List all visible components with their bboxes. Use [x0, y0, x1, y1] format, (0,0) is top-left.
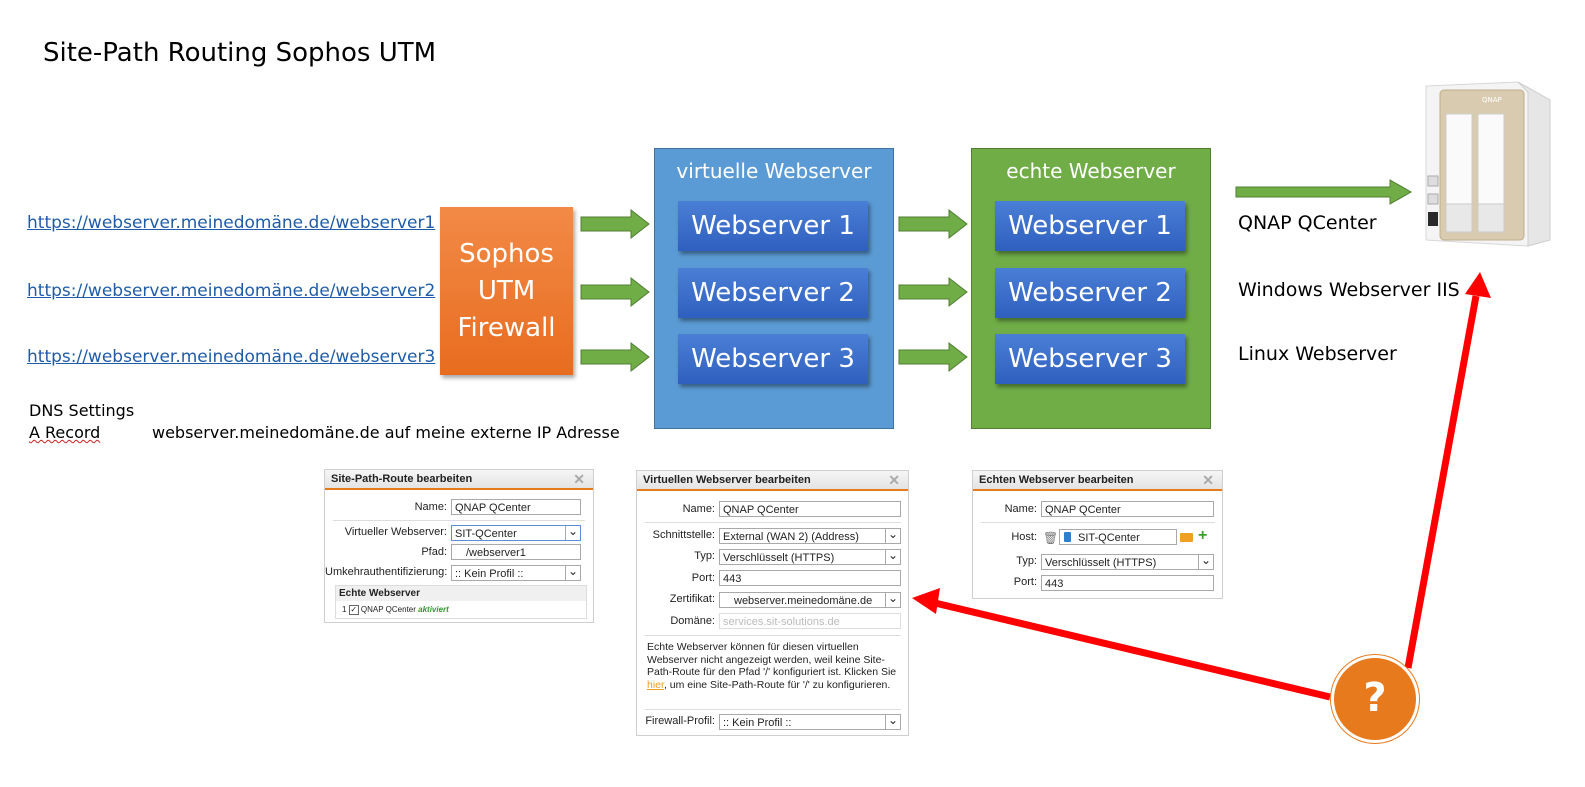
nas-brand: QNAP [1482, 96, 1502, 104]
arrow-to-nas [1235, 179, 1413, 205]
arrow-vws2-to-rws2 [898, 277, 968, 307]
virtual-domain-input[interactable]: services.sit-solutions.de [719, 613, 901, 629]
info-text-before: Echte Webserver können für diesen virtue… [647, 641, 897, 678]
dns-heading: DNS Settings [29, 401, 135, 420]
close-icon[interactable]: ✕ [888, 472, 900, 488]
qnap-nas-icon: QNAP [1425, 81, 1551, 247]
sitepath-vws-label: Virtueller Webserver: [344, 526, 447, 538]
real-port-input[interactable]: 443 [1041, 575, 1214, 591]
dialog-real-webserver: Echten Webserver bearbeiten ✕ Name: QNAP … [972, 470, 1223, 599]
arrow-fw-to-vws2 [580, 277, 650, 307]
virtual-iface-label: Schnittstelle: [652, 529, 715, 541]
trash-icon[interactable]: 🗑 [1043, 531, 1059, 545]
sitepath-name-input[interactable]: QNAP QCenter [451, 499, 581, 515]
virtual-type-select[interactable]: Verschlüsselt (HTTPS) [719, 549, 901, 565]
plus-icon[interactable]: + [1198, 527, 1208, 544]
real-host-label: Host: [1011, 531, 1037, 543]
sitepath-auth-label: Umkehrauthentifizierung: [325, 566, 448, 578]
dialog-real-title: Echten Webserver bearbeiten [979, 474, 1134, 486]
sophos-firewall-box: Sophos UTM Firewall [440, 207, 573, 375]
server-icon [1064, 532, 1071, 542]
page-title: Site-Path Routing Sophos UTM [43, 38, 437, 68]
real-webserver-panel: echte Webserver Webserver 1 Webserver 2 … [971, 148, 1211, 429]
sitepath-path-input[interactable]: /webserver1 [451, 544, 581, 560]
virtual-domain-label: Domäne: [670, 615, 715, 627]
real-port-label: Port: [1013, 576, 1037, 588]
sitepath-section-title: Echte Webserver [336, 586, 586, 601]
virtual-port-input[interactable]: 443 [719, 570, 901, 586]
real-host-value: SIT-QCenter [1078, 532, 1140, 544]
sitepath-vws-select[interactable]: SIT-QCenter [451, 525, 581, 541]
info-text-after: , um eine Site-Path-Route für '/' zu kon… [663, 678, 891, 691]
virtual-port-label: Port: [691, 572, 715, 584]
folder-icon[interactable] [1180, 533, 1193, 542]
sitepath-entry[interactable]: 1 ✓ QNAP QCenter aktiviert [336, 601, 586, 618]
arrow-fw-to-vws3 [580, 342, 650, 372]
divider [333, 520, 585, 521]
arrow-fw-to-vws1 [580, 209, 650, 239]
firewall-line-1: Sophos [459, 238, 554, 269]
real-webserver-2: Webserver 2 [995, 268, 1185, 318]
divider [981, 522, 1215, 523]
url-webserver3[interactable]: https://webserver.meinedomäne.de/webserv… [27, 347, 436, 367]
real-name-label: Name: [1004, 503, 1037, 515]
close-icon[interactable]: ✕ [573, 471, 585, 487]
real-type-label: Typ: [1016, 555, 1037, 567]
virtual-webserver-panel: virtuelle Webserver Webserver 1 Webserve… [654, 148, 894, 429]
dialog-virtual-title: Virtuellen Webserver bearbeiten [643, 474, 811, 486]
close-icon[interactable]: ✕ [1202, 472, 1214, 488]
virtual-name-label: Name: [682, 503, 715, 515]
real-name-input[interactable]: QNAP QCenter [1041, 501, 1214, 517]
arrow-vws3-to-rws3 [898, 342, 968, 372]
virtual-panel-title: virtuelle Webserver [676, 159, 872, 183]
divider [645, 709, 901, 710]
info-link-here[interactable]: hier [647, 678, 664, 691]
checkbox-checked-icon[interactable]: ✓ [348, 605, 359, 615]
virtual-cert-select[interactable]: webserver.meinedomäne.de [719, 592, 901, 608]
sitepath-name-label: Name: [414, 501, 447, 513]
url-webserver2[interactable]: https://webserver.meinedomäne.de/webserv… [27, 281, 436, 301]
dns-record-type: A Record [29, 423, 101, 442]
dialog-virtual-webserver: Virtuellen Webserver bearbeiten ✕ Name: Q… [636, 470, 909, 736]
virtual-webserver-2: Webserver 2 [678, 268, 868, 318]
question-mark-badge: ? [1331, 655, 1419, 743]
virtual-webserver-1: Webserver 1 [678, 201, 868, 251]
virtual-info-text: Echte Webserver können für diesen virtue… [647, 641, 897, 691]
firewall-line-2: UTM [477, 275, 536, 306]
dns-record-value: webserver.meinedomäne.de auf meine exter… [152, 423, 620, 442]
virtual-fw-select[interactable]: :: Kein Profil :: [719, 714, 901, 730]
virtual-fw-label: Firewall-Profil: [645, 715, 715, 727]
red-arrow-to-dialog [934, 599, 1331, 701]
real-webserver-3: Webserver 3 [995, 334, 1185, 384]
entry-status: aktiviert [418, 605, 449, 614]
virtual-webserver-3: Webserver 3 [678, 334, 868, 384]
virtual-cert-label: Zertifikat: [669, 593, 715, 605]
virtual-iface-select[interactable]: External (WAN 2) (Address) [719, 528, 901, 544]
dialog-sitepath-title: Site-Path-Route bearbeiten [331, 473, 473, 485]
dialog-sitepath-route: Site-Path-Route bearbeiten ✕ Name: QNAP Q… [324, 469, 594, 623]
real-type-select[interactable]: Verschlüsselt (HTTPS) [1041, 554, 1214, 570]
red-arrow-to-iis [1404, 295, 1480, 669]
real-webserver-1: Webserver 1 [995, 201, 1185, 251]
virtual-name-input[interactable]: QNAP QCenter [719, 501, 901, 517]
entry-index: 1 [342, 605, 347, 614]
sitepath-real-section: Echte Webserver 1 ✓ QNAP QCenter aktivie… [335, 585, 587, 619]
host-label-iis: Windows Webserver IIS [1238, 279, 1460, 301]
host-label-linux: Linux Webserver [1238, 343, 1397, 365]
firewall-line-3: Firewall [457, 312, 556, 343]
sitepath-auth-select[interactable]: :: Kein Profil :: [451, 565, 581, 581]
sitepath-path-label: Pfad: [421, 546, 447, 558]
entry-name: QNAP QCenter [360, 605, 416, 614]
arrow-vws1-to-rws1 [898, 209, 968, 239]
host-label-qnap: QNAP QCenter [1238, 212, 1377, 234]
real-host-field[interactable]: SIT-QCenter [1059, 529, 1177, 545]
divider [645, 635, 901, 636]
url-webserver1[interactable]: https://webserver.meinedomäne.de/webserv… [27, 213, 436, 233]
virtual-type-label: Typ: [694, 550, 715, 562]
real-panel-title: echte Webserver [1006, 159, 1176, 183]
divider [645, 522, 901, 523]
